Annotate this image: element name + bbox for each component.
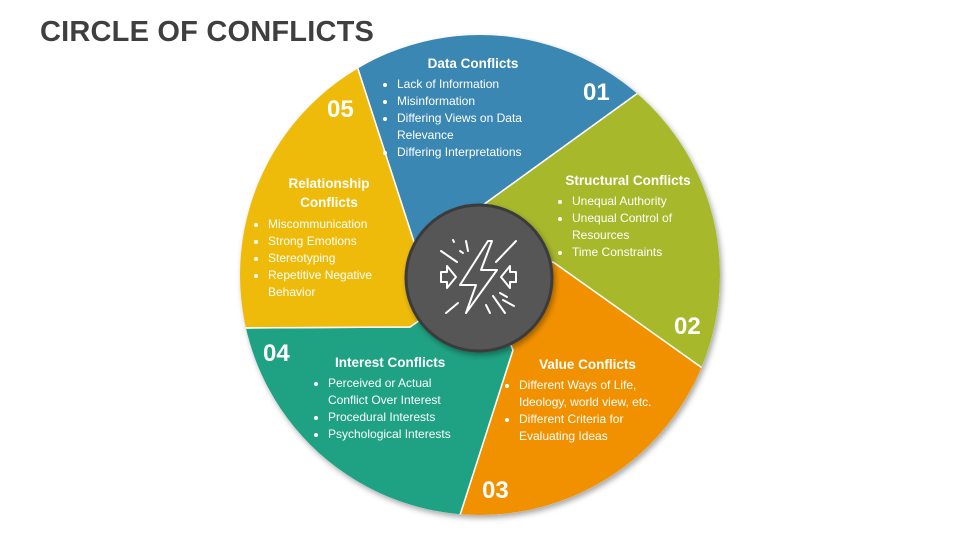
segment-text-structural: Structural Conflicts Unequal Authority U…	[558, 172, 698, 261]
page-title: CIRCLE OF CONFLICTS	[40, 16, 375, 48]
list-item: Procedural Interests	[328, 409, 474, 426]
list-item: Differing Views on Data Relevance	[397, 110, 547, 144]
segment-title: Interest Conflicts	[335, 355, 446, 370]
list-item: Miscommunication	[268, 216, 404, 233]
list-item: Differing Interpretations	[397, 144, 563, 161]
segment-number: 03	[482, 477, 509, 504]
segment-number: 02	[674, 313, 701, 340]
segment-number: 04	[263, 340, 290, 367]
segment-text-value: Value Conflicts Different Ways of Life, …	[505, 356, 670, 445]
list-item: Psychological Interests	[328, 426, 474, 443]
list-item: Unequal Control of Resources	[572, 210, 687, 244]
segment-title: Relationship Conflicts	[288, 176, 370, 210]
segment-title: Value Conflicts	[539, 357, 636, 372]
segment-title: Data Conflicts	[427, 56, 519, 71]
list-item: Unequal Authority	[572, 193, 698, 210]
list-item: Stereotyping	[268, 250, 404, 267]
segment-text-relationship: Relationship Conflicts Miscommunication …	[254, 174, 404, 301]
segment-text-data: Data Conflicts Lack of Information Misin…	[383, 55, 563, 161]
list-item: Repetitive Negative Behavior	[268, 267, 388, 301]
conflict-lightning-icon	[404, 203, 554, 353]
segment-text-interest: Interest Conflicts Perceived or Actual C…	[314, 354, 474, 443]
list-item: Lack of Information	[397, 76, 563, 93]
list-item: Strong Emotions	[268, 233, 404, 250]
list-item: Time Constraints	[572, 244, 698, 261]
list-item: Different Ways of Life, Ideology, world …	[519, 377, 670, 411]
list-item: Perceived or Actual Conflict Over Intere…	[328, 375, 453, 409]
segment-title: Structural Conflicts	[565, 173, 691, 188]
list-item: Misinformation	[397, 93, 563, 110]
segment-number: 05	[327, 96, 354, 123]
list-item: Different Criteria for Evaluating Ideas	[519, 411, 644, 445]
segment-number: 01	[583, 79, 610, 106]
